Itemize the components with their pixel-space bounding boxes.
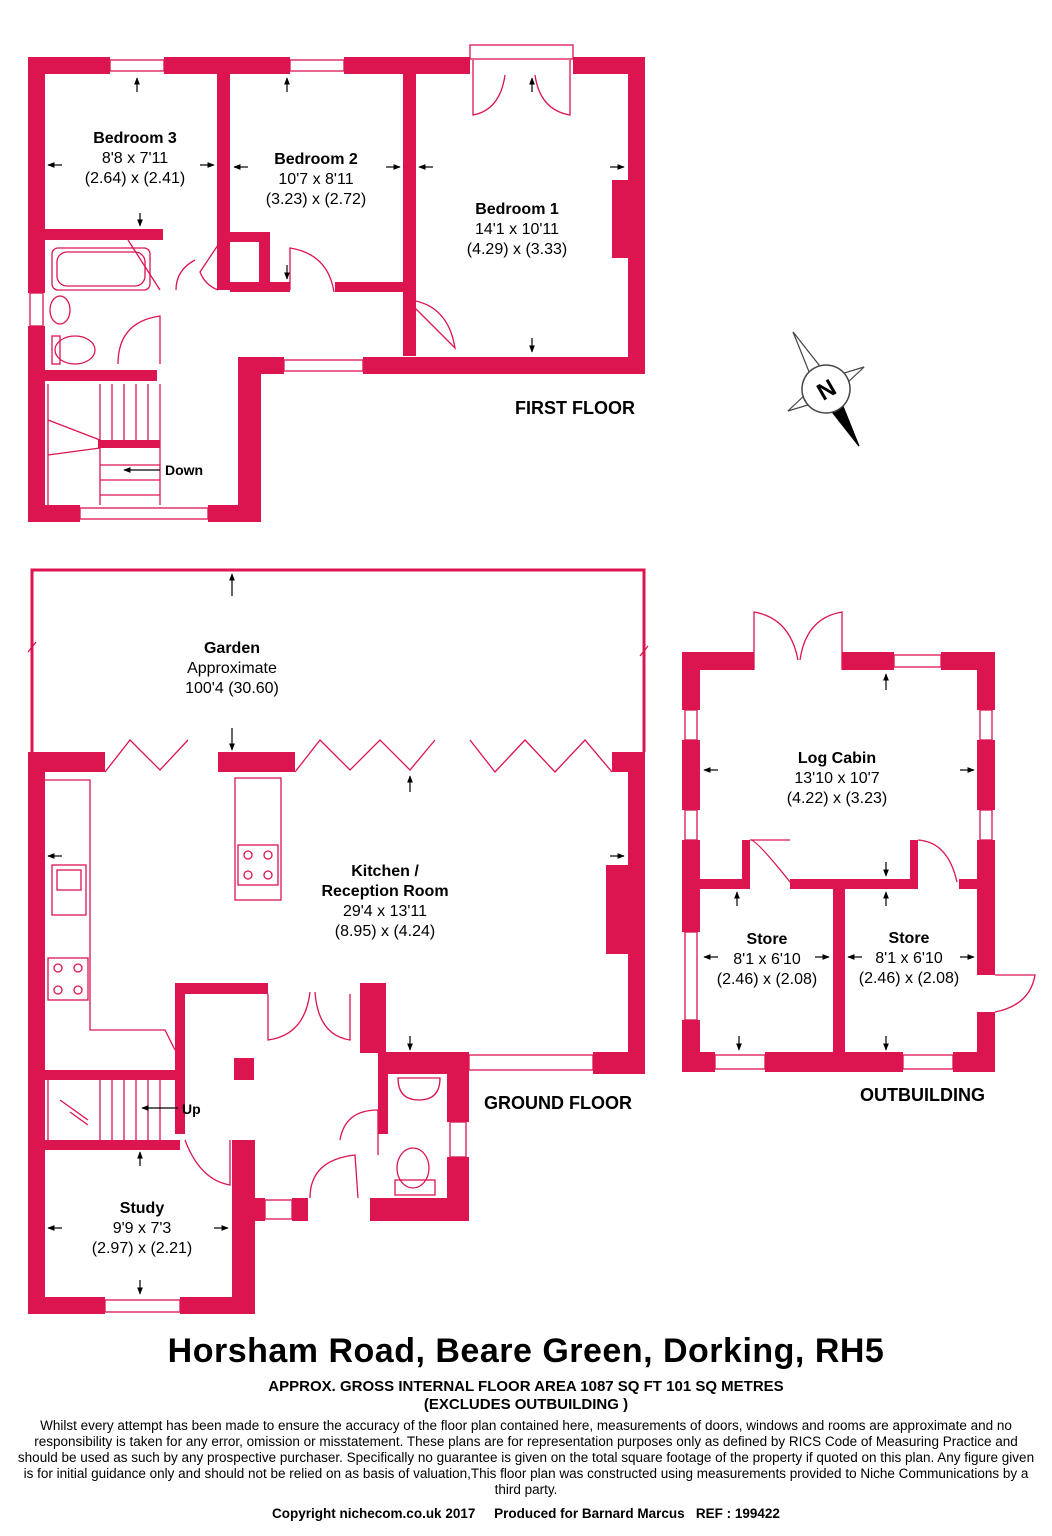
ground-floor	[28, 752, 645, 1314]
bedroom3-name: Bedroom 3	[93, 130, 177, 147]
ground-floor-arrows	[47, 573, 625, 1295]
ground-floor-fixtures	[27, 641, 649, 1313]
compass-rose-icon	[787, 331, 865, 447]
first-floor-fixtures	[29, 44, 574, 520]
study-name: Study	[120, 1200, 165, 1217]
store-right-imperial: 8'1 x 6'10	[875, 950, 943, 967]
garden-note: Approximate	[187, 660, 277, 677]
store-left-name: Store	[747, 931, 788, 948]
bedroom3-metric: (2.64) x (2.41)	[85, 170, 185, 187]
floor-area-summary: APPROX. GROSS INTERNAL FLOOR AREA 1087 S…	[0, 1378, 1052, 1414]
store-left-metric: (2.46) x (2.08)	[717, 971, 817, 988]
store-right-metric: (2.46) x (2.08)	[859, 970, 959, 987]
first-floor-arrows	[47, 77, 625, 473]
bedroom2-metric: (3.23) x (2.72)	[266, 191, 366, 208]
first-floor-label: FIRST FLOOR	[515, 398, 635, 418]
floor-plan: Bedroom 3 8'8 x 7'11 (2.64) x (2.41) Bed…	[27, 44, 1036, 1314]
outbuilding-arrows	[703, 673, 975, 1051]
ground-floor-label: GROUND FLOOR	[484, 1093, 632, 1113]
bedroom1-imperial: 14'1 x 10'11	[475, 221, 559, 238]
store-left-imperial: 8'1 x 6'10	[733, 951, 801, 968]
log-cabin-imperial: 13'10 x 10'7	[794, 770, 879, 787]
stairs-up-label: Up	[182, 1101, 201, 1117]
first-floor	[28, 57, 645, 522]
disclaimer-text: Whilst every attempt has been made to en…	[17, 1418, 1035, 1497]
outbuilding-label: OUTBUILDING	[860, 1085, 985, 1105]
kitchen-metric: (8.95) x (4.24)	[335, 923, 435, 940]
garden-name: Garden	[204, 640, 260, 657]
study-metric: (2.97) x (2.21)	[92, 1240, 192, 1257]
outbuilding	[682, 652, 995, 1072]
garden-size: 100'4 (30.60)	[185, 680, 279, 697]
stairs-down-label: Down	[165, 462, 203, 478]
outbuilding-fixtures	[684, 611, 1036, 1070]
bedroom3-imperial: 8'8 x 7'11	[102, 150, 168, 167]
garden-outline	[30, 568, 646, 752]
bedroom1-name: Bedroom 1	[475, 201, 559, 218]
bedroom2-imperial: 10'7 x 8'11	[278, 171, 353, 188]
floor-area-line: APPROX. GROSS INTERNAL FLOOR AREA 1087 S…	[268, 1378, 784, 1395]
log-cabin-name: Log Cabin	[798, 750, 876, 767]
kitchen-name-line1: Kitchen /	[351, 863, 419, 880]
store-right-name: Store	[889, 930, 930, 947]
address-title: Horsham Road, Beare Green, Dorking, RH5	[167, 1332, 885, 1370]
log-cabin-metric: (4.22) x (3.23)	[787, 790, 887, 807]
kitchen-imperial: 29'4 x 13'11	[343, 903, 427, 920]
kitchen-name-line2: Reception Room	[321, 883, 448, 900]
bedroom2-name: Bedroom 2	[274, 151, 358, 168]
study-imperial: 9'9 x 7'3	[113, 1220, 172, 1237]
copyright-line: Copyright nichecom.co.uk 2017 Produced f…	[272, 1506, 780, 1521]
floor-area-exclusion: (EXCLUDES OUTBUILDING )	[423, 1396, 629, 1413]
bedroom1-metric: (4.29) x (3.33)	[467, 241, 567, 258]
